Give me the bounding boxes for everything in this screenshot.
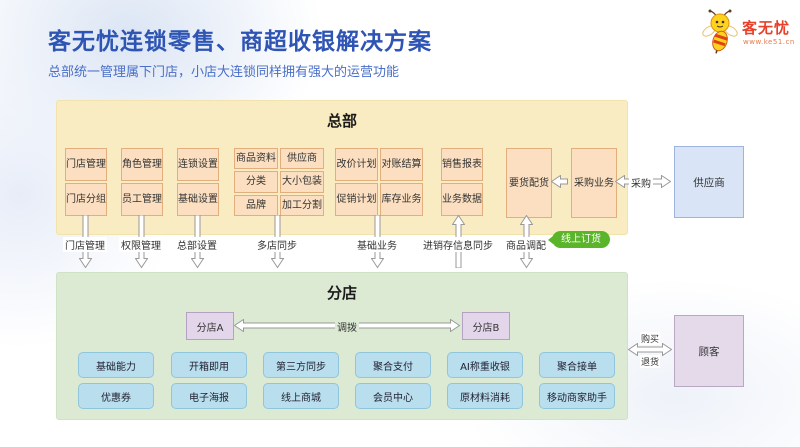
hq-box: 员工管理: [121, 183, 163, 216]
hq-section-title: 总部: [326, 112, 357, 130]
hq-box: 业务数据: [441, 183, 483, 216]
hq-box: 角色管理: [121, 148, 163, 181]
flow-label-transfer: 调拨: [335, 319, 359, 334]
brand-logo: 客无忧 www.ke51.cn: [702, 8, 798, 58]
supplier-box: 供应商: [674, 146, 744, 218]
brand-name: 客无忧: [742, 19, 791, 37]
flow-label-refund: 退货: [639, 355, 661, 368]
store-a-box: 分店A: [186, 312, 234, 340]
flow-label: 总部设置: [175, 237, 219, 252]
feature-box: 移动商家助手: [539, 383, 615, 409]
hq-store-group: 门店管理 门店分组: [65, 148, 107, 216]
hq-role-group: 角色管理 员工管理: [121, 148, 163, 216]
hq-box: 连锁设置: [177, 148, 219, 181]
flow-label: 商品调配: [504, 237, 548, 252]
branch-section-title: 分店: [326, 284, 357, 302]
hq-box: 门店管理: [65, 148, 107, 181]
flow-label: 多店同步: [255, 237, 299, 252]
flow-label: 门店管理: [63, 237, 107, 252]
flow-label-purchase: 采购: [629, 175, 653, 190]
hq-chain-group: 连锁设置 基础设置: [177, 148, 219, 216]
flow-label: 权限管理: [119, 237, 163, 252]
hq-box: 供应商: [280, 148, 324, 170]
hq-box: 改价计划: [335, 148, 378, 181]
hq-box: 门店分组: [65, 183, 107, 216]
arrow-left-icon: [551, 175, 568, 188]
hq-plan-group: 改价计划 对账结算 促销计划 库存业务: [335, 148, 423, 216]
feature-box: 第三方同步: [263, 352, 339, 378]
online-order-pill: 线上订货: [548, 231, 610, 248]
page-subtitle: 总部统一管理属下门店，小店大连锁同样拥有强大的运营功能: [48, 65, 400, 80]
feature-box: AI称重收银: [447, 352, 523, 378]
store-b-box: 分店B: [462, 312, 510, 340]
hq-box: 对账结算: [380, 148, 423, 181]
hq-box: 加工分割: [280, 194, 324, 216]
feature-box: 开箱即用: [171, 352, 247, 378]
feature-box: 优惠券: [78, 383, 154, 409]
hq-report-group: 销售报表 业务数据: [441, 148, 483, 216]
hq-purchase-box: 采购业务: [571, 148, 617, 218]
hq-box: 分类: [234, 171, 278, 193]
feature-box: 基础能力: [78, 352, 154, 378]
flow-label: 进销存信息同步: [421, 237, 495, 252]
hq-box: 促销计划: [335, 183, 378, 216]
hq-goods-group: 商品资料 供应商 分类 大小包装 品牌 加工分割: [234, 148, 324, 216]
customer-box: 顾客: [674, 315, 744, 387]
brand-url: www.ke51.cn: [743, 38, 795, 46]
flow-label-buy: 购买: [639, 332, 661, 345]
hq-section: 总部 门店管理 门店分组 角色管理 员工管理 连锁设置 基础设置 商品资料 供应…: [56, 100, 628, 235]
feature-box: 电子海报: [171, 383, 247, 409]
hq-box: 销售报表: [441, 148, 483, 181]
feature-box: 聚合支付: [355, 352, 431, 378]
feature-box: 原材料消耗: [447, 383, 523, 409]
feature-box: 会员中心: [355, 383, 431, 409]
feature-box: 聚合接单: [539, 352, 615, 378]
bee-logo-icon: [702, 9, 738, 54]
hq-box: 大小包装: [280, 171, 324, 193]
hq-box: 基础设置: [177, 183, 219, 216]
hq-box: 库存业务: [380, 183, 423, 216]
hq-allocate-box: 要货配货: [506, 148, 552, 218]
hq-box: 品牌: [234, 194, 278, 216]
flow-label: 基础业务: [355, 237, 399, 252]
hq-box: 商品资料: [234, 148, 278, 170]
page-title: 客无忧连锁零售、商超收银解决方案: [48, 29, 432, 55]
feature-box: 线上商城: [263, 383, 339, 409]
